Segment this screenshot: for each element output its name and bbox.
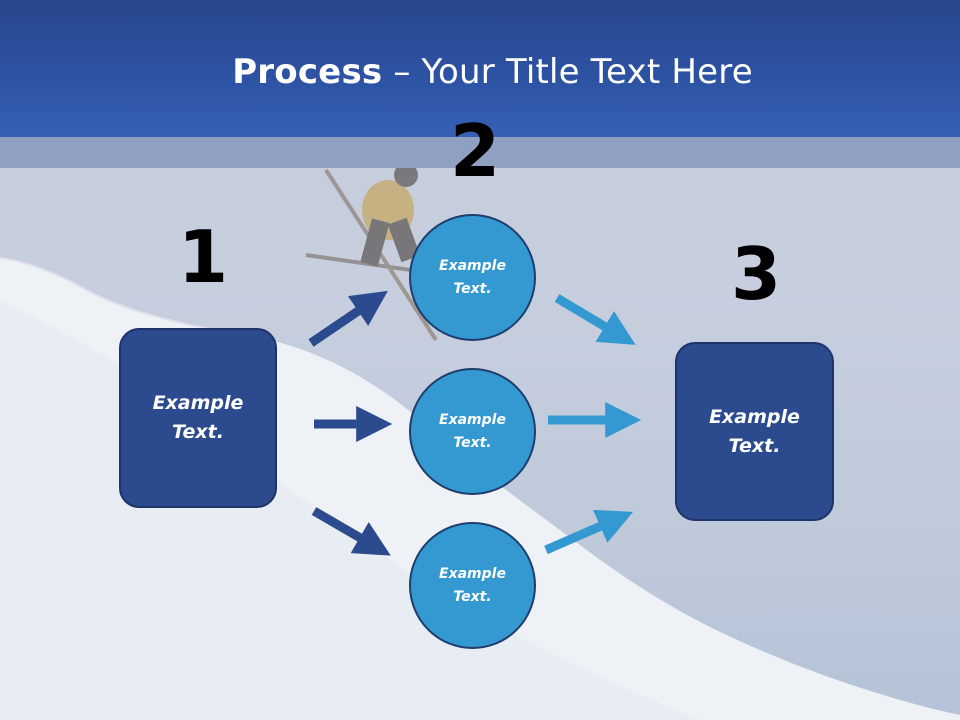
circle-middle-line1: Example — [439, 411, 506, 428]
skier-photo — [305, 163, 447, 342]
step-box-1-line1: Example — [152, 392, 244, 414]
circle-middle: Example Text. — [409, 368, 536, 495]
header-band — [0, 137, 960, 168]
circle-bottom: Example Text. — [409, 522, 536, 649]
step-box-3-line1: Example — [709, 405, 800, 428]
step-box-3: Example Text. — [675, 342, 834, 521]
title-bold: Process — [232, 52, 383, 92]
circle-bottom-line1: Example — [439, 565, 506, 582]
arrow-circle-top-to-box3 — [554, 294, 636, 345]
title-rest: – Your Title Text Here — [382, 52, 753, 92]
step-box-3-line2: Text. — [728, 434, 781, 457]
circle-top-line1: Example — [439, 257, 506, 274]
step-number-3: 3 — [731, 232, 782, 316]
circle-top: Example Text. — [409, 214, 536, 341]
step-box-1: Example Text. — [119, 328, 277, 508]
arrow-circle-bottom-to-box3 — [544, 509, 634, 555]
step-box-1-line2: Text. — [172, 421, 224, 443]
step-number-1: 1 — [178, 215, 229, 299]
step-number-2: 2 — [450, 109, 501, 193]
arrow-box1-to-circle-top — [308, 290, 388, 347]
circle-middle-line2: Text. — [453, 434, 492, 451]
arrow-box1-to-circle-bottom — [311, 507, 391, 556]
circle-top-line2: Text. — [453, 280, 492, 297]
circle-bottom-line2: Text. — [453, 588, 492, 605]
slide-title: Process – Your Title Text Here — [0, 52, 960, 92]
header-bar — [0, 0, 960, 137]
